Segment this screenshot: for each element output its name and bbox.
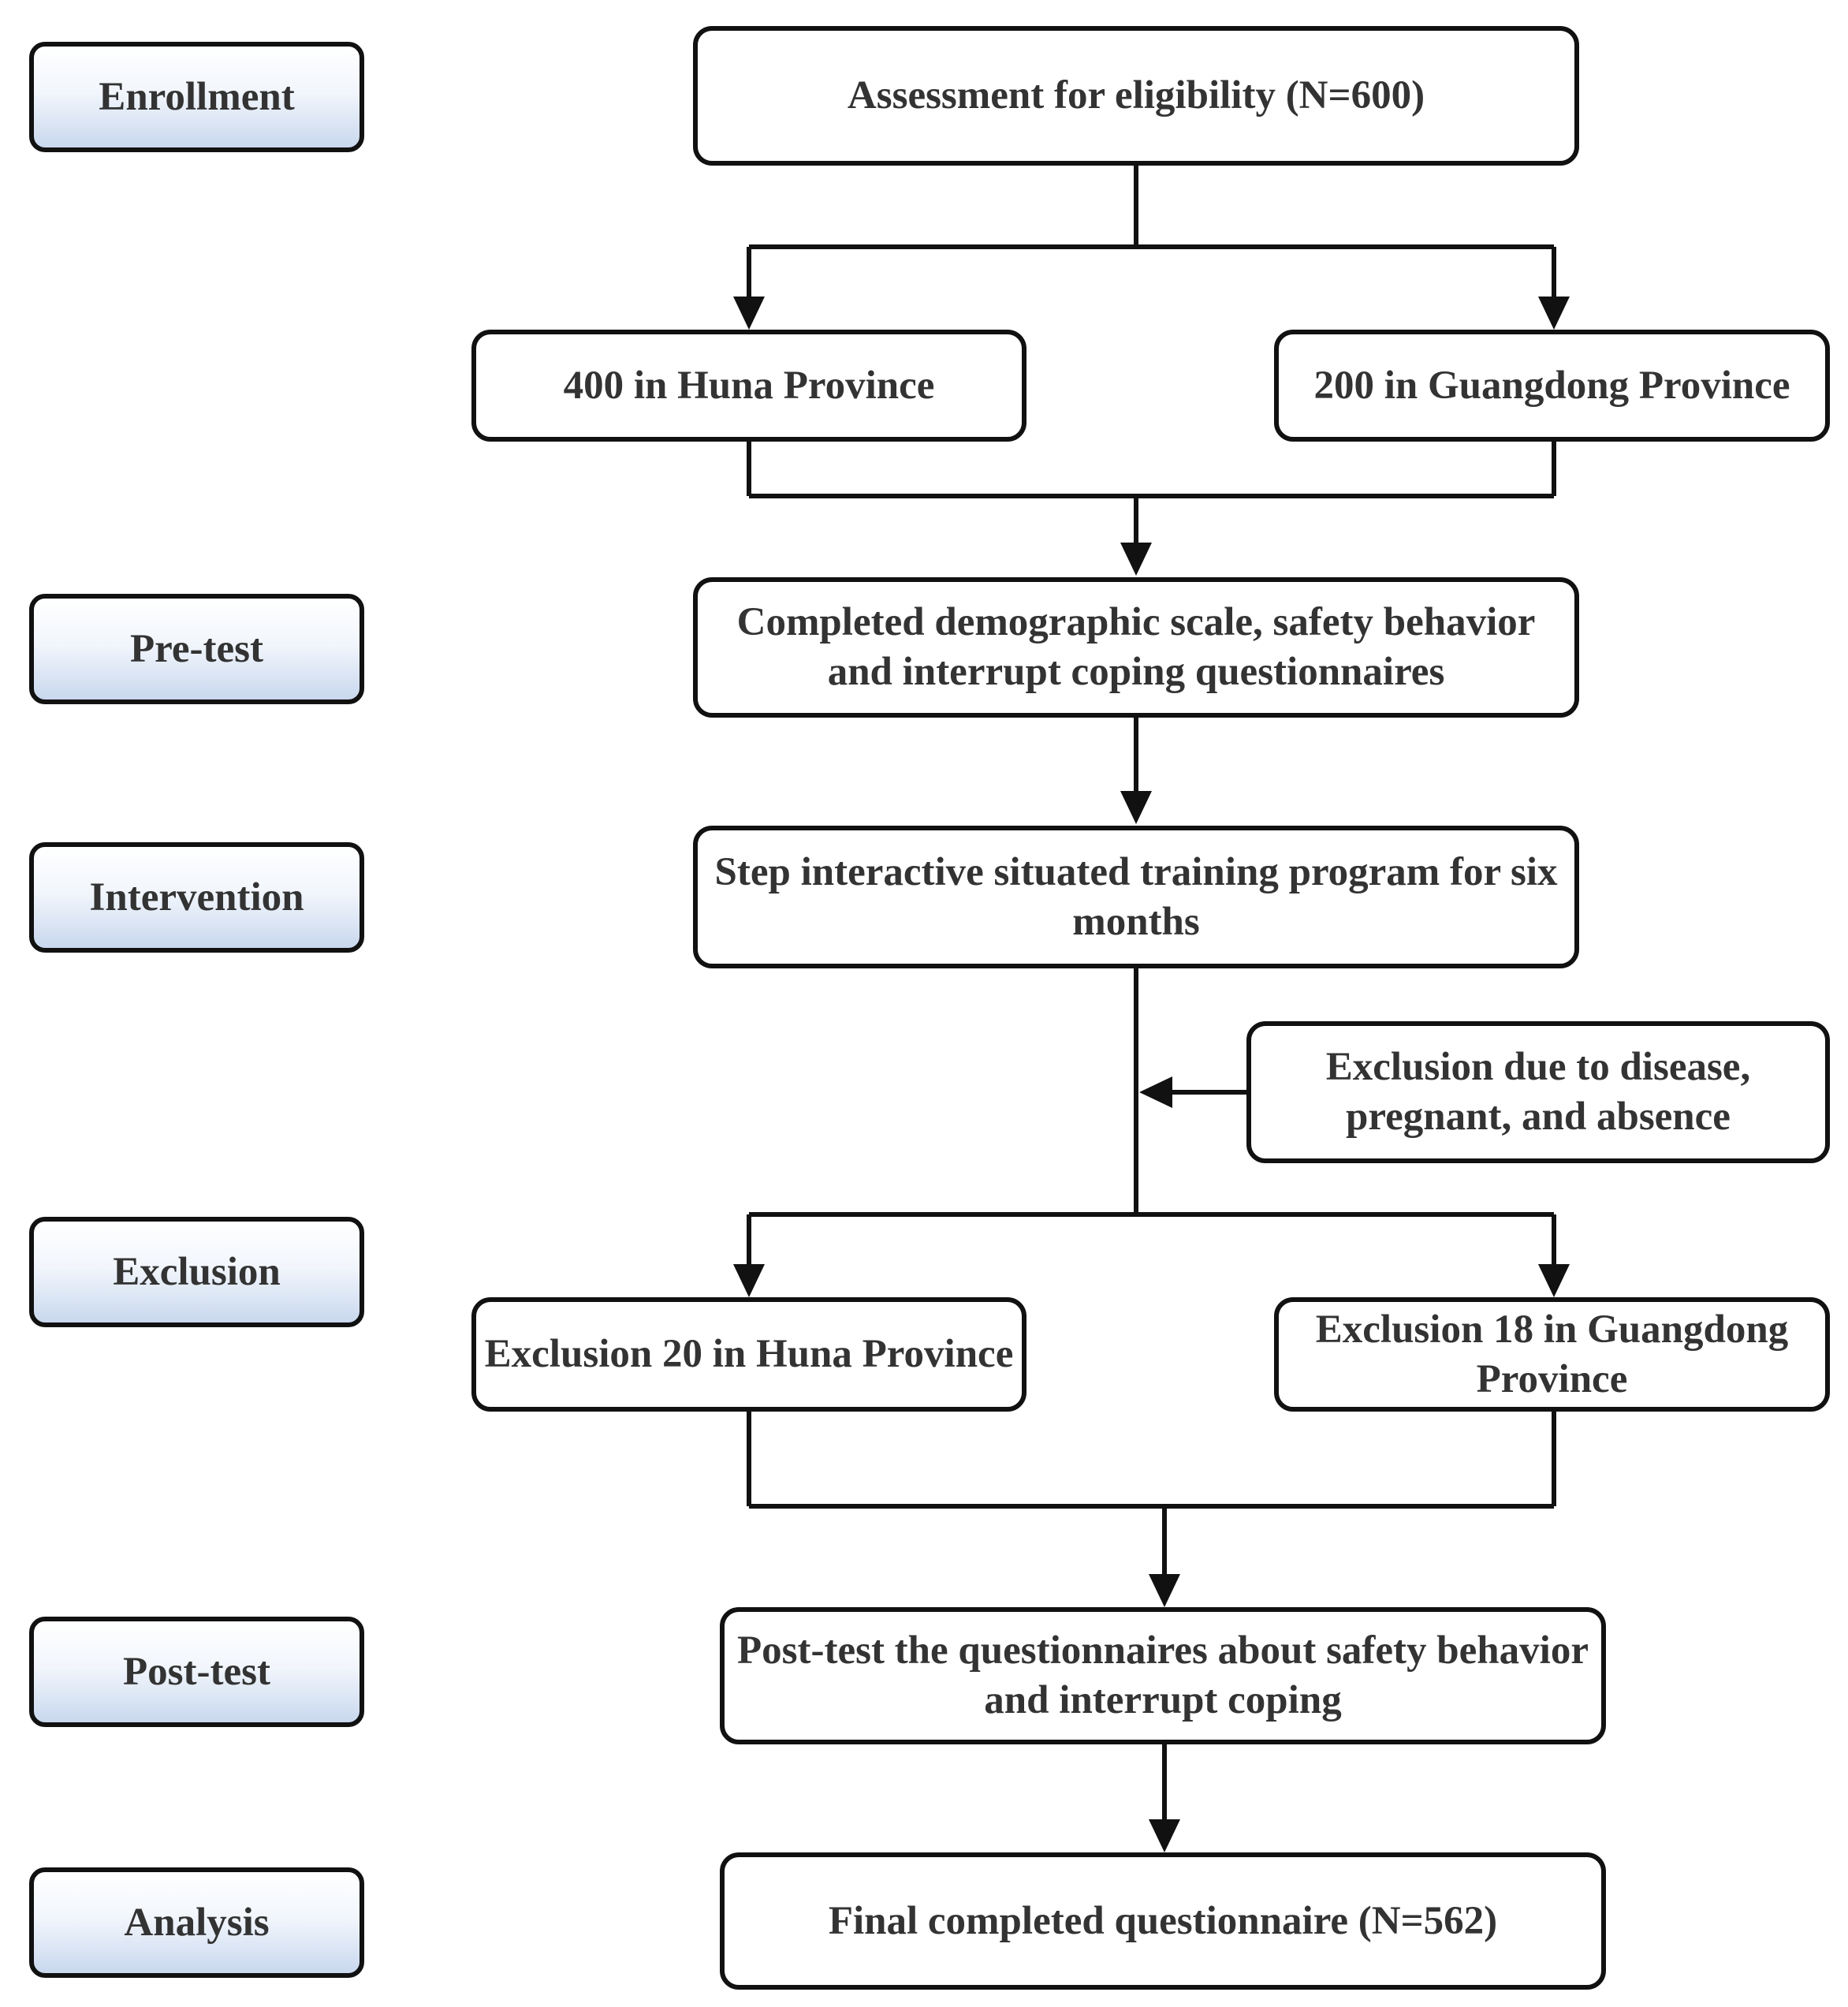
arrowhead-guangdong [1538, 297, 1570, 330]
pretest-box: Completed demographic scale, safety beha… [693, 577, 1579, 718]
arrowhead-huna [733, 297, 765, 330]
arrowhead-training [1120, 791, 1152, 824]
final-questionnaire-box: Final completed questionnaire (N=562) [720, 1852, 1606, 1990]
guangdong-province-box: 200 in Guangdong Province [1274, 330, 1830, 442]
arrowhead-pretest [1120, 543, 1152, 576]
arrowhead-exclusion-reason [1139, 1076, 1172, 1108]
arrowhead-exclusion-guangdong [1538, 1264, 1570, 1297]
huna-province-box: 400 in Huna Province [471, 330, 1026, 442]
exclusion-reason-box: Exclusion due to disease, pregnant, and … [1246, 1021, 1830, 1163]
arrowhead-exclusion-huna [733, 1264, 765, 1297]
exclusion-guangdong-box: Exclusion 18 in Guangdong Province [1274, 1297, 1830, 1412]
stage-analysis: Analysis [29, 1867, 364, 1978]
stage-pretest: Pre-test [29, 594, 364, 704]
assessment-box: Assessment for eligibility (N=600) [693, 26, 1579, 166]
stage-exclusion: Exclusion [29, 1217, 364, 1327]
stage-posttest: Post-test [29, 1617, 364, 1727]
stage-enrollment: Enrollment [29, 42, 364, 152]
arrowhead-final [1149, 1819, 1180, 1852]
training-program-box: Step interactive situated training progr… [693, 826, 1579, 968]
posttest-box: Post-test the questionnaires about safet… [720, 1607, 1606, 1744]
arrowhead-posttest [1149, 1574, 1180, 1607]
exclusion-huna-box: Exclusion 20 in Huna Province [471, 1297, 1026, 1412]
stage-intervention: Intervention [29, 842, 364, 953]
